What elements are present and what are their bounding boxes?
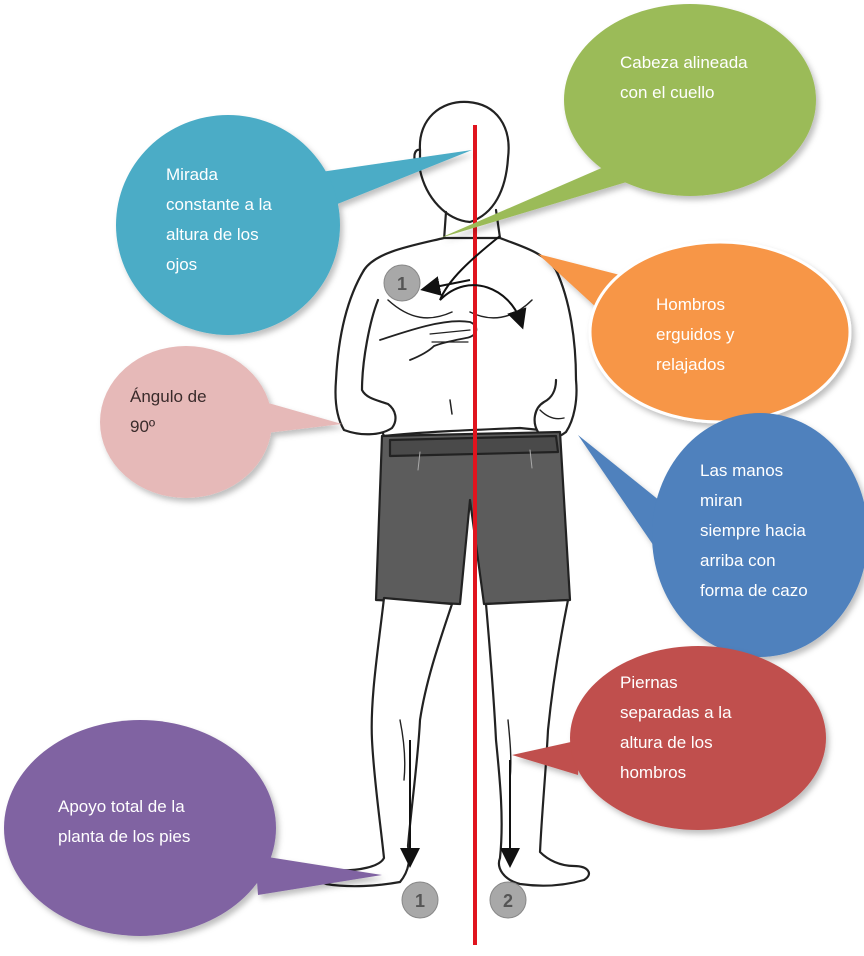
- callout-gaze-text: Mirada constante a la altura de los ojos: [166, 160, 272, 280]
- callout-legs-text: Piernas separadas a la altura de los hom…: [620, 668, 732, 788]
- figure-left-leg: [317, 598, 452, 886]
- left-foot-marker-label: 1: [415, 891, 425, 911]
- chest-marker-label: 1: [397, 274, 407, 294]
- callout-shoulders-text: Hombros erguidos y relajados: [656, 290, 734, 380]
- callout-head-text: Cabeza alineada con el cuello: [620, 48, 748, 108]
- callout-angle-text: Ángulo de 90º: [130, 382, 207, 442]
- right-foot-marker: 2: [490, 882, 526, 918]
- right-foot-marker-label: 2: [503, 891, 513, 911]
- callout-feet-text: Apoyo total de la planta de los pies: [58, 792, 190, 852]
- callout-hands-text: Las manos miran siempre hacia arriba con…: [700, 456, 808, 606]
- human-figure: [317, 102, 589, 886]
- chest-marker: 1: [384, 265, 420, 301]
- left-foot-marker: 1: [402, 882, 438, 918]
